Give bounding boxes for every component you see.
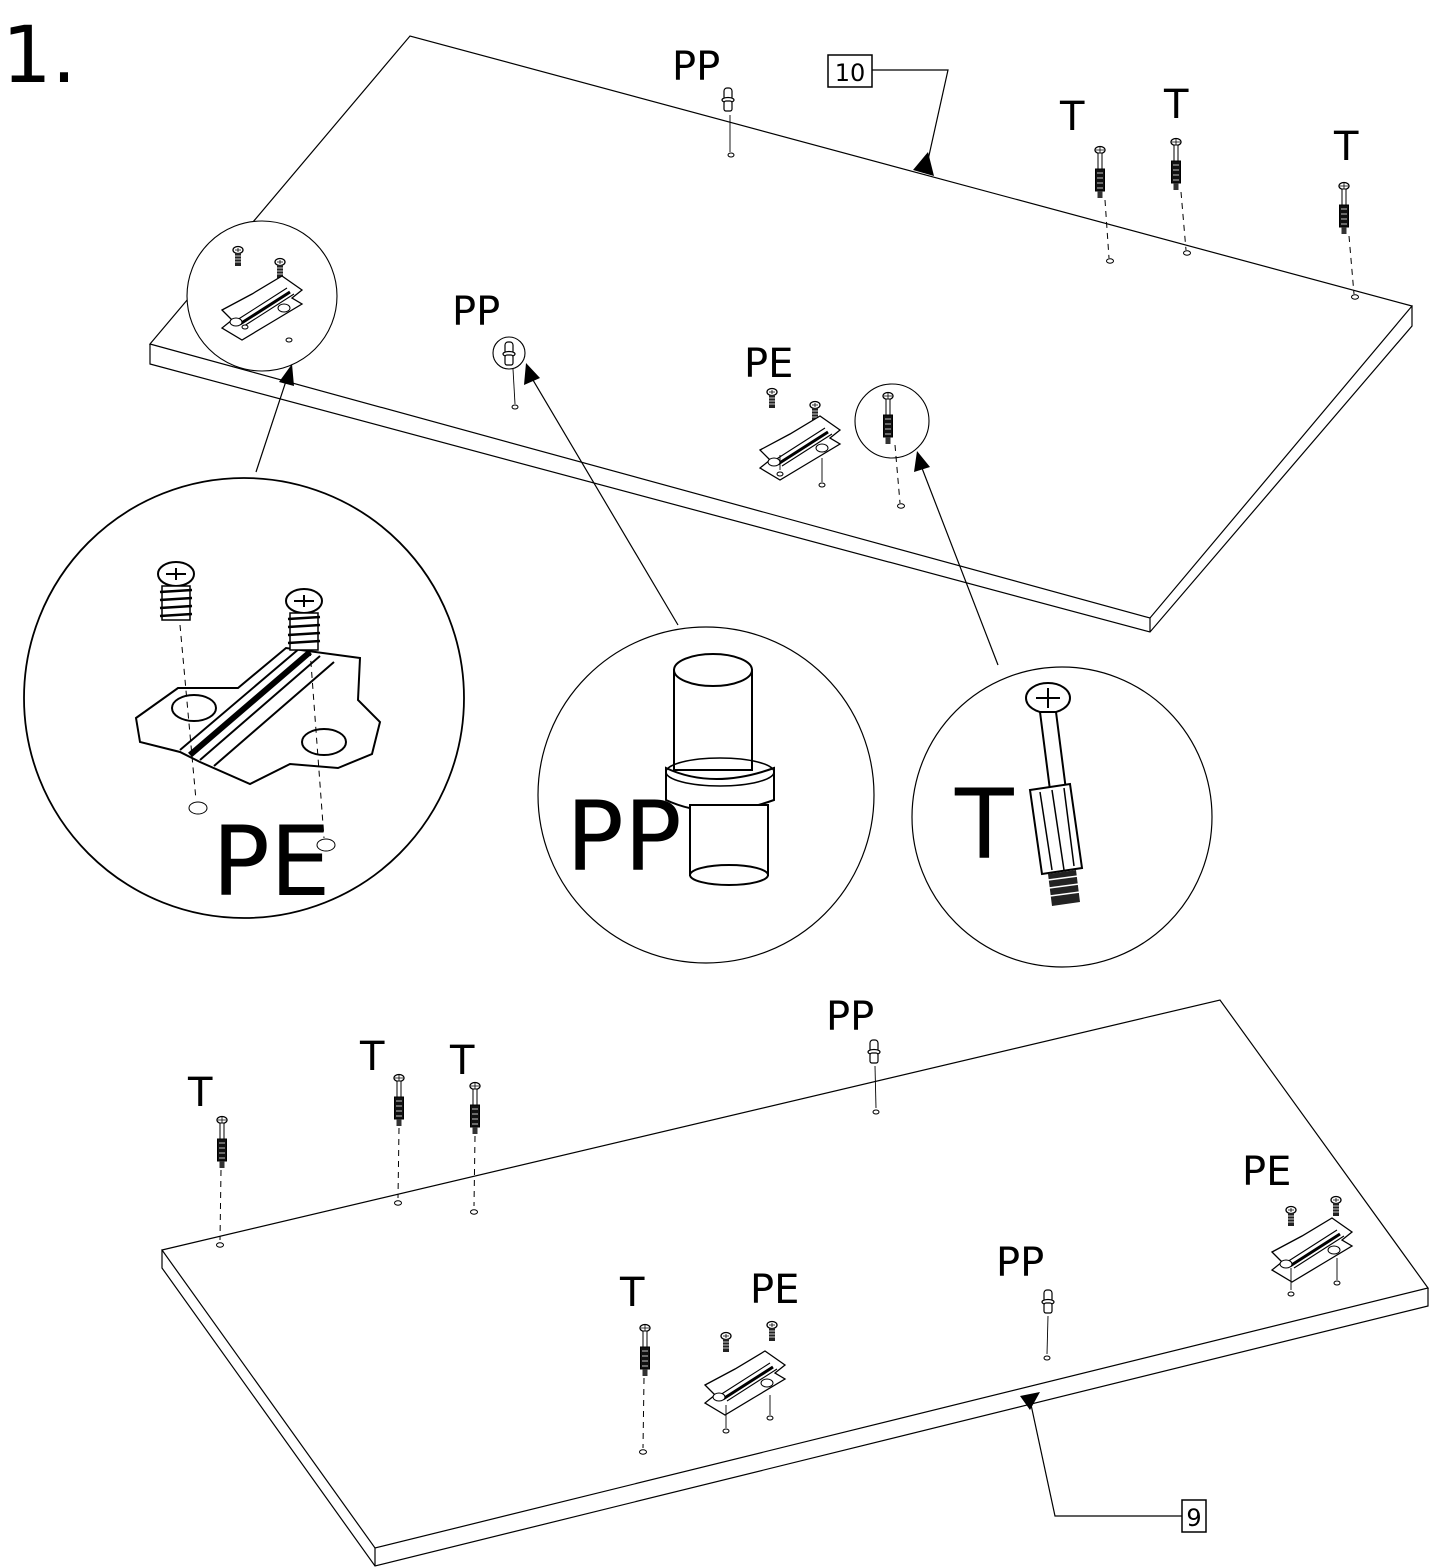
mounting-plate-icon: [703, 1349, 787, 1417]
label-pp-bottom-1: PP: [826, 994, 874, 1040]
detail-label-pe: PE: [212, 806, 331, 918]
screw-icon: [720, 1331, 732, 1353]
screw-icon: [766, 1320, 778, 1342]
leader-arrow-icon: [913, 152, 934, 176]
detail-t: T: [911, 666, 1213, 968]
cam-bolt-icon: [469, 1081, 481, 1135]
detail-pe: PE: [23, 477, 465, 919]
cam-bolt-icon: [1338, 181, 1350, 235]
label-t-bottom-2: T: [359, 1034, 385, 1080]
label-pp-top-2: PP: [452, 289, 500, 335]
dowel-pin-icon: [1041, 1289, 1055, 1314]
mounting-plate-icon: [1270, 1216, 1354, 1284]
label-pp-bottom-2: PP: [996, 1240, 1044, 1286]
label-t-bottom-4: T: [619, 1270, 645, 1316]
label-t-bottom-1: T: [187, 1070, 213, 1116]
part-number-9: 9: [1186, 1504, 1201, 1532]
cam-bolt-icon: [1170, 137, 1182, 191]
leader-arrow-icon: [1020, 1392, 1040, 1410]
part-number-10: 10: [835, 59, 866, 87]
mounting-plate-icon: [758, 414, 842, 482]
label-pp-top-1: PP: [672, 44, 720, 90]
label-t-bottom-3: T: [449, 1038, 475, 1084]
bottom-panel: [160, 999, 1430, 1567]
callout-arrows: [255, 363, 999, 666]
part-label-9: 9: [1020, 1392, 1207, 1533]
label-t-top-1: T: [1059, 94, 1085, 140]
label-pe-bottom-1: PE: [750, 1267, 799, 1313]
top-panel: [148, 35, 1414, 633]
part-label-10: 10: [827, 54, 949, 176]
cam-bolt-icon: [216, 1115, 228, 1169]
cam-bolt-icon: [1094, 145, 1106, 199]
label-t-top-3: T: [1333, 124, 1359, 170]
dowel-pin-icon: [721, 87, 735, 112]
screw-icon: [1330, 1195, 1342, 1217]
dowel-pin-icon: [502, 341, 516, 366]
label-pe-bottom-2: PE: [1242, 1149, 1291, 1195]
detail-label-t: T: [954, 769, 1014, 881]
cam-bolt-icon: [393, 1073, 405, 1127]
detail-label-pp: PP: [566, 781, 682, 893]
screw-icon: [1285, 1205, 1297, 1227]
step-number: 1.: [2, 11, 76, 101]
screw-icon: [766, 387, 778, 409]
label-pe-top: PE: [744, 341, 793, 387]
detail-pp: PP: [537, 626, 875, 964]
cam-bolt-icon: [639, 1323, 651, 1377]
label-t-top-2: T: [1163, 82, 1189, 128]
dowel-pin-icon: [867, 1039, 881, 1064]
